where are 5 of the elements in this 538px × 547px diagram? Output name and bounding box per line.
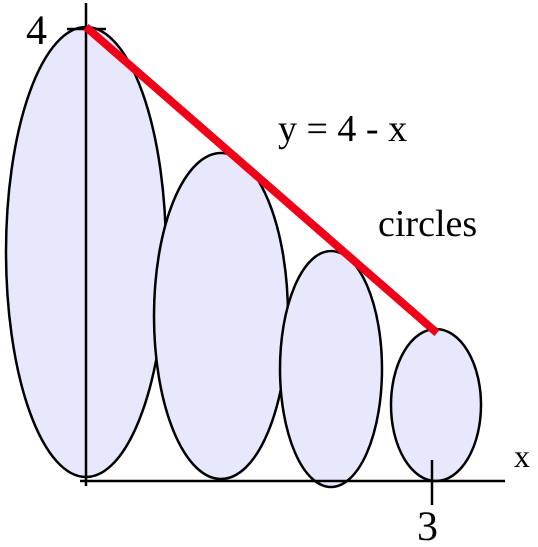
text-label: circles	[378, 205, 478, 243]
tick-label: 4	[26, 10, 47, 52]
axis-label: x	[514, 440, 530, 472]
equation-label: y = 4 - x	[278, 110, 408, 148]
tick-label: 3	[417, 506, 438, 547]
